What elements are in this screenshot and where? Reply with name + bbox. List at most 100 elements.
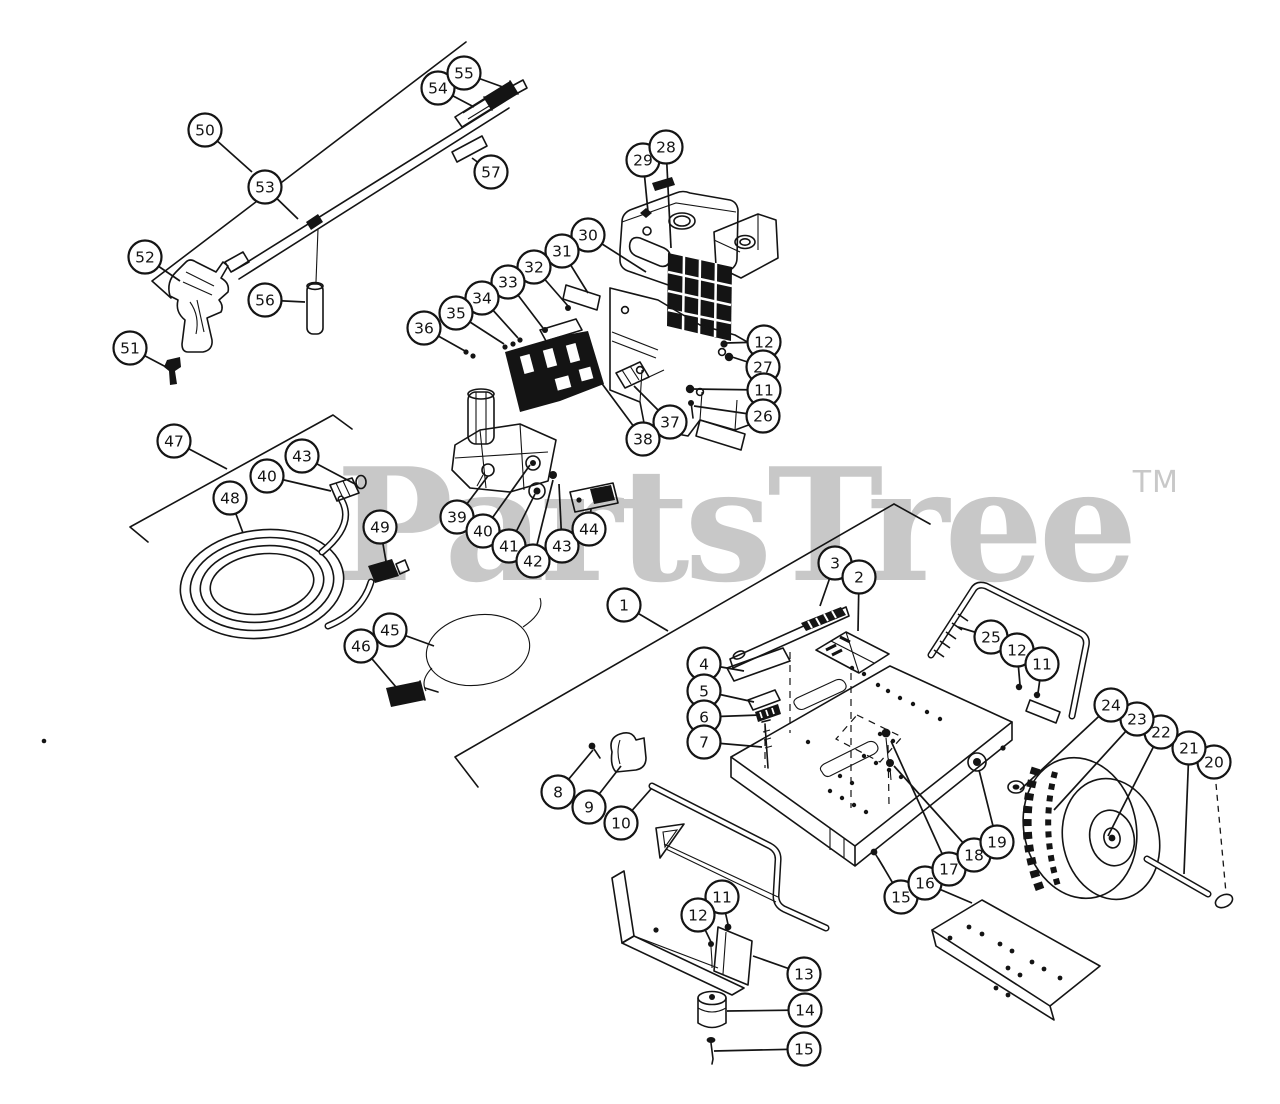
callout-40: 40 [467,465,531,548]
callout-number: 49 [370,519,390,537]
callout-number: 40 [473,523,493,541]
callout-number: 9 [584,799,594,817]
callout-circle [1026,648,1059,681]
callout-number: 47 [164,433,184,451]
callout-circle [706,881,739,914]
callout-number: 40 [257,468,277,486]
callout-circle [214,482,247,515]
callout-14: 14 [727,994,822,1027]
callout-number: 4 [699,656,709,674]
callout-circle [608,589,641,622]
callout-48: 48 [214,482,247,534]
callout-number: 32 [524,259,544,277]
callout-circle [475,156,508,189]
callout-circle [129,241,162,274]
callout-number: 54 [428,80,448,98]
callout-number: 16 [915,875,935,893]
callout-circle [542,776,575,809]
callout-number: 2 [854,569,864,587]
callout-circle [789,994,822,1027]
callout-leader [1214,762,1226,893]
base-plate-group [932,900,1100,1020]
callout-37: 37 [634,386,687,439]
callout-circle [440,297,473,330]
callout-number: 27 [753,359,773,377]
callout-50: 50 [189,114,253,173]
callout-circle [448,57,481,90]
callout-30: 30 [572,219,647,273]
callout-21: 21 [1173,732,1206,875]
callout-34: 34 [466,282,519,339]
callout-number: 8 [553,784,563,802]
callout-15: 15 [714,1033,821,1066]
callout-2: 2 [843,561,876,632]
callout-number: 10 [611,815,631,833]
callout-circle [546,530,579,563]
callout-55: 55 [448,57,512,91]
callout-12: 12 [682,899,715,945]
callout-53: 53 [249,171,299,220]
callout-number: 44 [579,521,599,539]
callout-leader [1020,705,1111,790]
callout-number: 36 [414,320,434,338]
callout-number: 12 [754,334,774,352]
callout-circle [747,400,780,433]
callout-10: 10 [605,789,652,840]
callout-43: 43 [286,440,356,485]
callout-8: 8 [542,750,594,809]
callout-circle [654,406,687,439]
callout-number: 22 [1151,724,1171,742]
callout-number: 15 [891,889,911,907]
callout-number: 35 [446,305,466,323]
callout-number: 3 [830,555,840,573]
callout-number: 37 [660,414,680,432]
hose-group [41,415,541,744]
callout-5: 5 [688,675,755,708]
callout-number: 18 [964,847,984,865]
callout-number: 30 [578,227,598,245]
callout-40: 40 [251,460,332,493]
callout-number: 56 [255,292,275,310]
callout-circle [374,614,407,647]
callout-circle [286,440,319,473]
callout-43: 43 [546,484,579,563]
callout-circle [114,332,147,365]
callout-circle [572,219,605,252]
callout-number: 43 [292,448,312,466]
callout-number: 38 [633,431,653,449]
pump-group [452,285,664,512]
callout-circle [189,114,222,147]
callout-circle [518,251,551,284]
callout-circle [408,312,441,345]
callout-number: 50 [195,122,215,140]
callout-56: 56 [249,284,306,317]
callout-12: 12 [726,326,781,359]
callout-4: 4 [688,648,745,681]
callout-number: 13 [794,966,814,984]
wheel-axle-group [1009,746,1234,910]
callout-number: 31 [552,243,572,261]
callout-17: 17 [891,741,966,886]
callout-number: 23 [1127,711,1147,729]
callout-26: 26 [694,400,780,433]
engine-group [610,177,778,450]
callout-44: 44 [573,509,606,546]
callout-number: 1 [619,597,629,615]
callout-number: 28 [656,139,676,157]
callout-circle [788,958,821,991]
callout-leader [1054,719,1137,810]
callout-54: 54 [422,72,475,108]
callout-circle [1173,732,1206,765]
callout-35: 35 [440,297,505,345]
callout-number: 52 [135,249,155,267]
bracket-bumper-group [612,871,752,1064]
callout-number: 53 [255,179,275,197]
callout-12: 12 [1001,634,1034,686]
callout-circle [249,171,282,204]
callout-number: 29 [633,152,653,170]
callout-number: 33 [498,274,518,292]
callout-20: 20 [1198,746,1231,894]
callout-leader [1108,732,1161,836]
callout-circle [605,807,638,840]
